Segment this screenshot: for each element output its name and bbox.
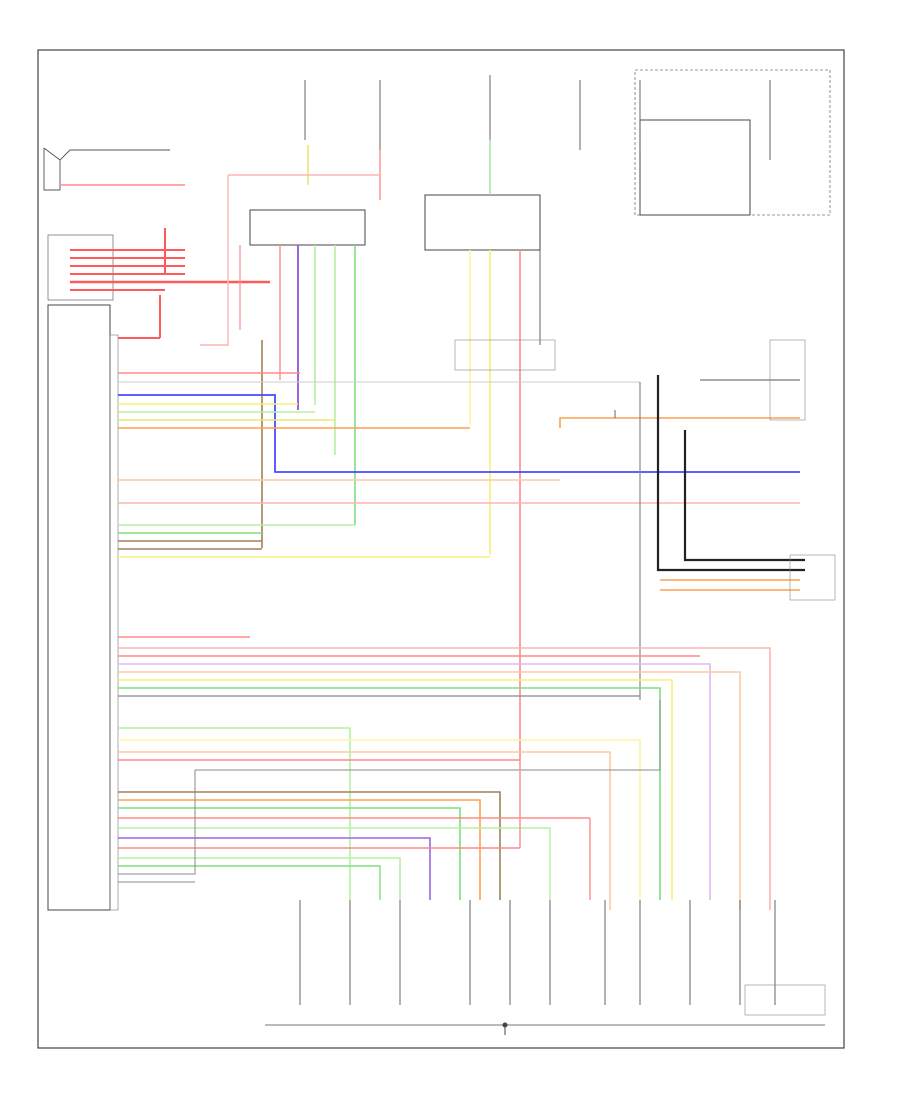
fuse-feeds: [304, 75, 771, 200]
module-box-right: [639, 119, 751, 216]
pink-feed-wire: [200, 175, 229, 346]
center-relay-drops: [454, 250, 556, 760]
relay-box-center: [424, 194, 541, 251]
diagram-border: [37, 49, 845, 1049]
relay-box-left: [249, 209, 366, 246]
lower-module-wires: [118, 636, 771, 910]
module-wires: [118, 372, 800, 558]
bottom-sensors: [299, 900, 826, 1016]
top-left-switch: [43, 147, 185, 191]
relay-box-right: [634, 69, 831, 216]
red-wire-bundle: [47, 228, 270, 339]
module-connector-strip: [109, 334, 119, 911]
right-black-bundle: [614, 339, 836, 700]
control-module-box: [47, 304, 111, 911]
